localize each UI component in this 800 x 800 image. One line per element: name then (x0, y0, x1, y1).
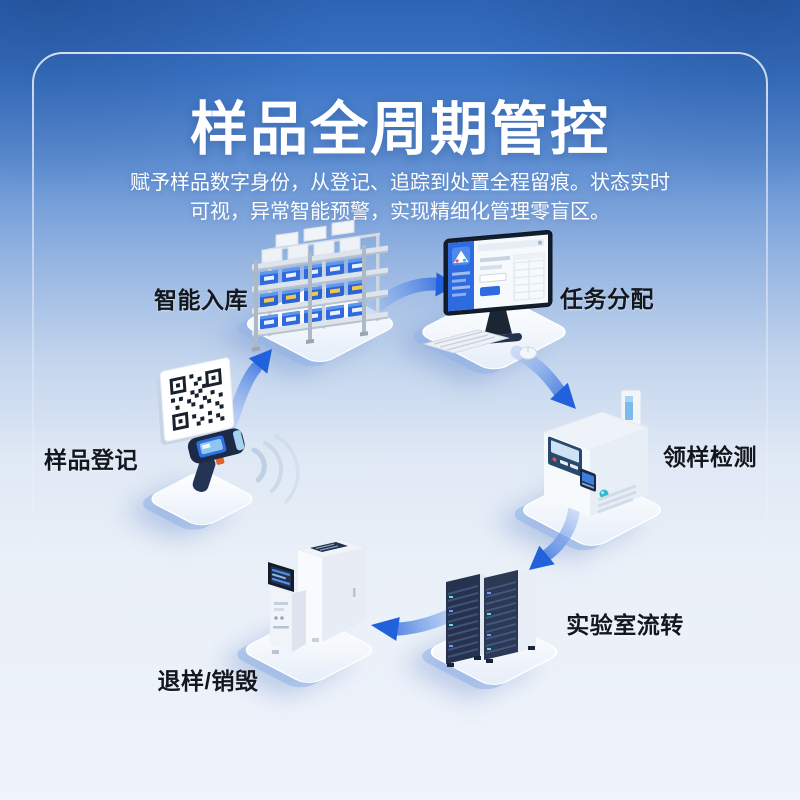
page-title: 样品全周期管控 (189, 97, 610, 162)
disposal-kiosk-icon (268, 539, 368, 654)
server-racks-icon (444, 569, 538, 667)
step-label-lab-circulation: 实验室流转 (566, 612, 684, 638)
step-label-task-assignment: 任务分配 (560, 286, 654, 312)
page-subtitle: 赋予样品数字身份，从登记、追踪到处置全程留痕。状态实时 可视，异常智能预警，实现… (0, 169, 800, 227)
step-label-sampling-testing: 领样检测 (663, 444, 757, 470)
step-label-sample-registration: 样品登记 (44, 447, 138, 473)
lab-analyzer-icon (542, 389, 650, 516)
subtitle-line-1: 赋予样品数字身份，从登记、追踪到处置全程留痕。状态实时 (130, 172, 670, 194)
qr-registration-icon (156, 357, 300, 504)
scan-signal-waves (251, 434, 300, 504)
storage-rack-icon (252, 219, 388, 352)
arrow-test-to-circulate (529, 504, 580, 570)
qr-code-card (156, 357, 235, 445)
step-label-smart-inbound: 智能入库 (154, 287, 248, 313)
desktop-computer-icon (422, 230, 553, 360)
step-label-return-destruction: 退样/销毁 (157, 668, 259, 694)
subtitle-line-2: 可视，异常智能预警，实现精细化管理零盲区。 (190, 201, 610, 223)
barcode-scanner (187, 428, 245, 492)
